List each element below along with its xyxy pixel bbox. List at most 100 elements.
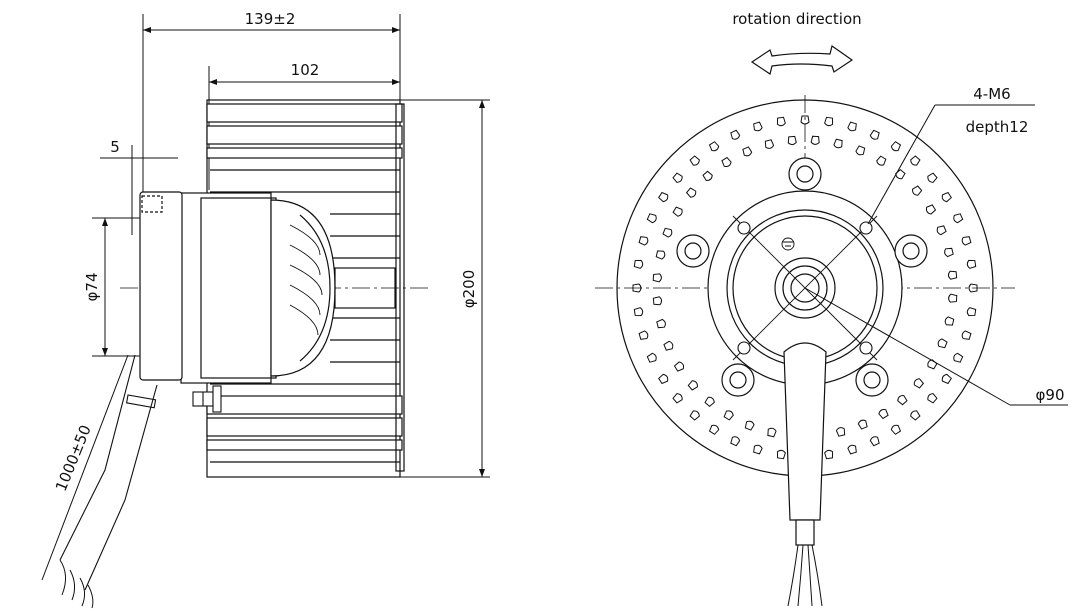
blade-slot [663,340,674,351]
mounting-studs [676,157,928,397]
blade-slot [776,116,786,127]
blade-slot [687,380,698,391]
blade-slot [656,318,666,329]
blade-slot [652,296,663,306]
offset-label: 5 [110,138,120,156]
blade-slot [941,191,952,203]
side-cable [59,354,158,609]
blade-slot [878,408,889,420]
blade-ring [632,115,978,460]
blade-slot [948,293,958,303]
blade-slot [633,307,644,317]
bolt-circle-callout: φ90 [804,287,1068,406]
blade-slot [876,155,887,166]
blade-slot [857,419,868,430]
blade-slot [953,213,964,224]
mounting-bolt [192,385,222,413]
blade-slot [658,373,669,385]
blade-slot [927,172,938,183]
blade-slot [742,146,753,157]
blade-slot [672,206,683,217]
hole-spec-label: 4-M6 [973,85,1010,103]
blade-slot [953,352,964,363]
blade-slot [897,395,908,406]
rotation-arrow [750,45,854,75]
dimension-offset: 5 [100,138,178,235]
overall-length-label: 139±2 [245,10,296,28]
shaft-diameter-label: φ74 [83,273,101,302]
blade-slot [810,135,820,145]
hole-depth-label: depth12 [966,118,1029,136]
blade-slot [912,185,923,196]
blade-slot [855,145,866,156]
blade-slot [941,373,952,385]
blade-slot [966,307,977,317]
blade-slot [721,156,732,168]
rotation-direction-label: rotation direction [732,10,861,28]
blade-slot [776,449,786,460]
blade-slot [753,444,763,455]
blade-slot [767,427,777,438]
blade-slot [824,449,834,460]
blade-slot [652,273,662,283]
blade-slot [847,121,857,132]
blade-slot [753,121,763,132]
body-length-label: 102 [291,61,320,79]
blade-slot [833,138,843,149]
hole-callout: 4-M6 depth12 [867,85,1035,225]
motor-housing [139,191,396,384]
blade-slot [890,141,902,152]
blade-slot [708,141,720,152]
blade-slot [646,213,657,224]
outer-diameter-label: φ200 [460,270,478,309]
blade-slot [689,410,700,421]
dimension-cable-length: 1000±50 [41,354,129,581]
blade-slot [847,444,857,455]
front-cable [783,342,827,607]
blade-slot [937,338,948,349]
blade-slot [655,250,666,260]
blade-slot [787,135,797,146]
blade-slot [936,225,947,236]
blade-slot [961,330,972,340]
blade-slot [633,259,644,269]
dimension-outer-diameter: φ200 [400,99,490,478]
dimension-overall-length: 139±2 [142,10,401,200]
blade-slot [966,259,977,269]
blade-slot [704,396,715,408]
blade-slot [869,129,880,140]
blade-slot [913,378,925,389]
blade-slot [672,172,683,183]
blade-slot [835,427,846,437]
side-view: 139±2 102 5 φ74 [41,10,490,609]
blade-slot [947,270,958,280]
blade-slot [708,424,720,435]
blade-slot [910,155,921,166]
blade-slot [890,424,902,435]
blade-slot [723,410,734,421]
blade-slot [658,191,669,203]
blade-slot [638,330,649,340]
blade-slot [927,393,938,404]
blade-slot [646,352,657,363]
blade-slot [944,316,955,326]
blade-slot [689,155,700,166]
blade-slot [685,187,697,198]
blade-slot [673,361,685,372]
blade-slot [730,129,741,140]
blade-slot [638,236,649,246]
front-view: rotation direction [595,10,1068,607]
dimension-body-length: 102 [208,61,400,190]
blade-slot [824,116,834,127]
blade-slot [944,247,954,258]
blade-slot [662,227,673,238]
impeller-blades [206,99,405,478]
m6-holes [737,221,873,355]
blade-slot [764,139,775,149]
blade-slot [925,204,937,215]
blade-slot [672,393,683,404]
blade-slot [744,420,755,431]
blade-slot [869,436,880,447]
bolt-circle-label: φ90 [1036,386,1065,404]
